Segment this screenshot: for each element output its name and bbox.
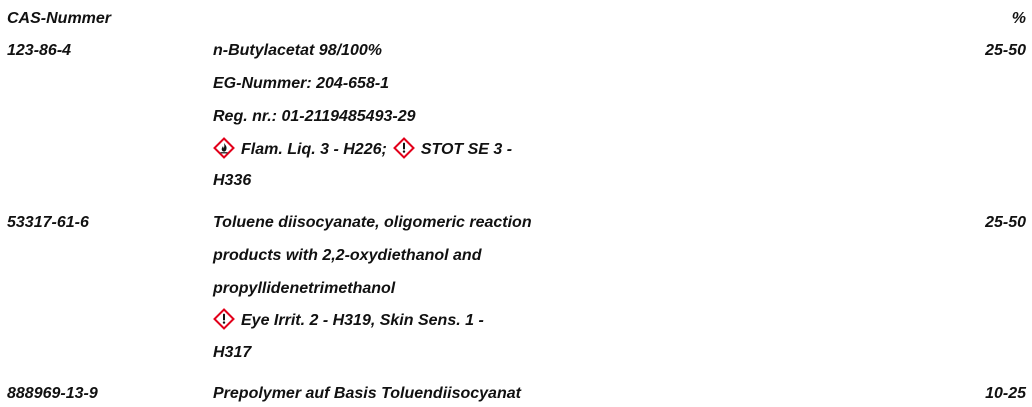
row2-hazard-line: Eye Irrit. 2 - H319, Skin Sens. 1 - bbox=[213, 307, 484, 333]
row1-cas-number: 123-86-4 bbox=[7, 42, 72, 59]
row2-substance-name-line-3: propyllidenetrimethanol bbox=[213, 280, 396, 297]
row3-cas-number: 888969-13-9 bbox=[7, 385, 98, 402]
row3-percent: 10-25 bbox=[985, 385, 1026, 402]
row1-ec-number: EG-Nummer: 204-658-1 bbox=[213, 75, 390, 92]
row1-hazard-continuation: H336 bbox=[213, 172, 252, 189]
row1-hazard-text-1: Flam. Liq. 3 - H226; bbox=[241, 141, 387, 158]
row1-hazard-line: Flam. Liq. 3 - H226; STOT SE 3 - bbox=[213, 136, 513, 162]
row2-substance-name-line-1: Toluene diisocyanate, oligomeric reactio… bbox=[213, 214, 532, 231]
row3-substance-name: Prepolymer auf Basis Toluendiisocyanat bbox=[213, 385, 521, 402]
row1-reg-number: Reg. nr.: 01-2119485493-29 bbox=[213, 108, 416, 125]
row2-substance-name-line-2: products with 2,2-oxydiethanol and bbox=[213, 247, 482, 264]
row2-cas-number: 53317-61-6 bbox=[7, 214, 89, 231]
row1-substance-name: n-Butylacetat 98/100% bbox=[213, 42, 382, 59]
row2-hazard-continuation: H317 bbox=[213, 344, 252, 361]
flame-pictogram-icon bbox=[213, 136, 235, 159]
row1-percent: 25-50 bbox=[985, 42, 1026, 59]
exclamation-pictogram-icon bbox=[392, 136, 415, 159]
cas-column-header: CAS-Nummer bbox=[7, 10, 112, 27]
row2-percent: 25-50 bbox=[985, 214, 1026, 231]
percent-column-header: % bbox=[1011, 10, 1026, 27]
row2-hazard-text-1: Eye Irrit. 2 - H319, Skin Sens. 1 - bbox=[241, 312, 484, 329]
row1-hazard-text-2: STOT SE 3 - bbox=[420, 141, 513, 158]
exclamation-pictogram-icon bbox=[213, 307, 235, 330]
